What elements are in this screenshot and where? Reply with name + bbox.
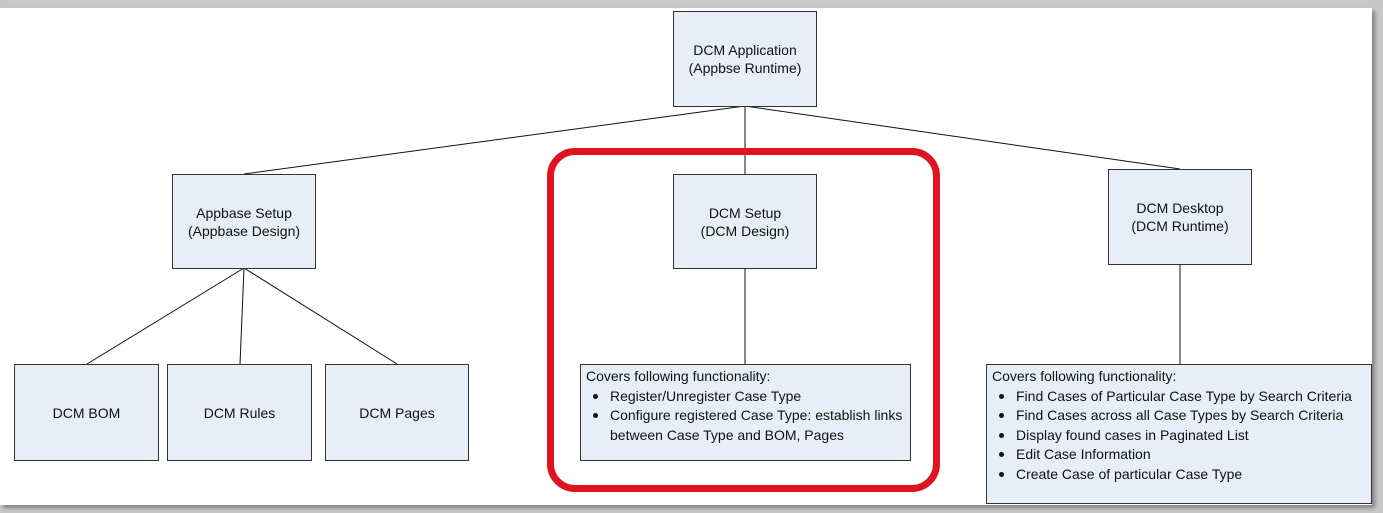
node-dcm-bom: DCM BOM bbox=[14, 364, 159, 461]
node-dcm-application-line1: DCM Application bbox=[693, 42, 797, 58]
connector-appbase-rules bbox=[239, 267, 245, 365]
list-item: Configure registered Case Type: establis… bbox=[586, 406, 905, 445]
highlight-rounded-rectangle bbox=[547, 148, 940, 492]
dcm-setup-functionality-box: Covers following functionality: Register… bbox=[580, 364, 911, 461]
node-dcm-rules: DCM Rules bbox=[167, 364, 312, 461]
dcm-desktop-functionality-list: Find Cases of Particular Case Type by Se… bbox=[992, 387, 1366, 485]
node-dcm-setup: DCM Setup (DCM Design) bbox=[673, 174, 817, 269]
dcm-setup-functionality-heading: Covers following functionality: bbox=[586, 368, 771, 384]
dcm-desktop-functionality-heading: Covers following functionality: bbox=[992, 368, 1177, 384]
dcm-setup-functionality-list: Register/Unregister Case Type Configure … bbox=[586, 387, 905, 446]
node-dcm-pages-label: DCM Pages bbox=[359, 404, 435, 421]
node-dcm-application: DCM Application (Appbse Runtime) bbox=[673, 11, 817, 107]
list-item: Register/Unregister Case Type bbox=[586, 387, 905, 407]
node-dcm-setup-line2: (DCM Design) bbox=[700, 222, 790, 239]
node-dcm-application-line2: (Appbse Runtime) bbox=[688, 60, 802, 76]
node-dcm-desktop: DCM Desktop (DCM Runtime) bbox=[1108, 169, 1252, 265]
dcm-desktop-functionality-box: Covers following functionality: Find Cas… bbox=[986, 364, 1372, 504]
list-item: Find Cases of Particular Case Type by Se… bbox=[992, 387, 1366, 407]
node-appbase-setup-line1: Appbase Setup bbox=[196, 204, 292, 221]
list-item: Find Cases across all Case Types by Sear… bbox=[992, 406, 1366, 426]
connector-appbase-bom bbox=[86, 267, 245, 365]
connector-appbase-pages bbox=[243, 267, 398, 365]
node-appbase-setup-line2: (Appbase Design) bbox=[187, 222, 301, 239]
list-item: Display found cases in Paginated List bbox=[992, 426, 1366, 446]
list-item: Create Case of particular Case Type bbox=[992, 465, 1366, 485]
node-dcm-rules-label: DCM Rules bbox=[203, 404, 276, 421]
node-dcm-pages: DCM Pages bbox=[325, 364, 469, 461]
connector-root-appbase bbox=[243, 105, 746, 175]
node-dcm-setup-line1: DCM Setup bbox=[708, 204, 782, 221]
node-dcm-bom-label: DCM BOM bbox=[52, 404, 121, 421]
connector-root-desktop bbox=[744, 105, 1181, 170]
list-item: Edit Case Information bbox=[992, 445, 1366, 465]
node-dcm-desktop-line1: DCM Desktop bbox=[1136, 200, 1224, 216]
node-appbase-setup: Appbase Setup (Appbase Design) bbox=[172, 174, 316, 269]
node-dcm-desktop-line2: (DCM Runtime) bbox=[1131, 218, 1229, 234]
